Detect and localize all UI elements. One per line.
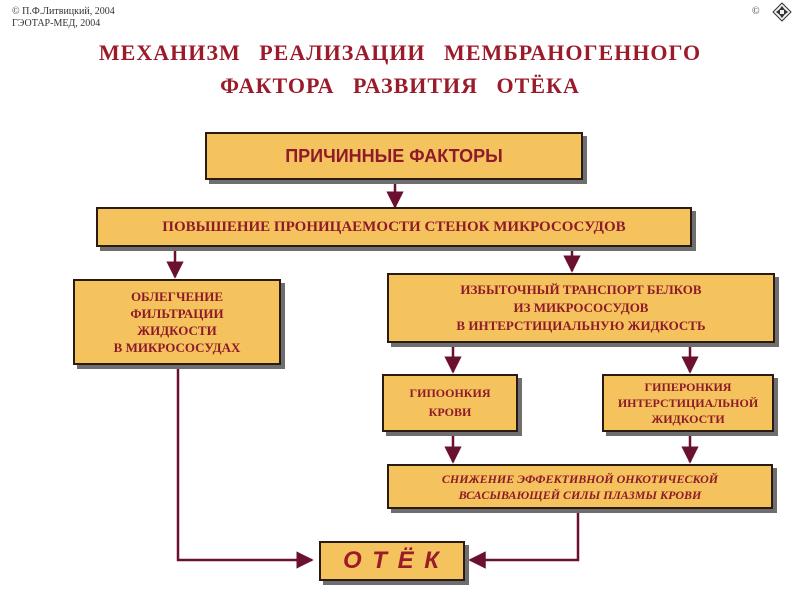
copyright-mark: © (752, 6, 760, 17)
navigation-diamond-icon[interactable] (772, 2, 792, 22)
copyright-line-1: © П.Ф.Литвицкий, 2004 (12, 6, 115, 17)
node-permeability: ПОВЫШЕНИЕ ПРОНИЦАЕМОСТИ СТЕНОК МИКРОСОСУ… (96, 207, 692, 247)
title-line-1: МЕХАНИЗМ РЕАЛИЗАЦИИ МЕМБРАНОГЕННОГО (98, 40, 702, 65)
node-hypooncia: ГИПООНКИЯ КРОВИ (382, 374, 518, 432)
node-protein-transport: ИЗБЫТОЧНЫЙ ТРАНСПОРТ БЕЛКОВ ИЗ МИКРОСОСУ… (387, 273, 775, 343)
title-line-2: ФАКТОРА РАЗВИТИЯ ОТЁКА (220, 73, 580, 98)
node-reduction: СНИЖЕНИЕ ЭФФЕКТИВНОЙ ОНКОТИЧЕСКОЙ ВСАСЫВ… (387, 464, 773, 509)
copyright-line-2: ГЭОТАР-МЕД, 2004 (12, 18, 101, 29)
node-edema: О Т Ё К (319, 541, 465, 581)
node-filtration: ОБЛЕГЧЕНИЕ ФИЛЬТРАЦИИ ЖИДКОСТИ В МИКРОСО… (73, 279, 281, 365)
link-reduction-edema (468, 510, 580, 569)
node-causes: ПРИЧИННЫЕ ФАКТОРЫ (205, 132, 583, 180)
node-hyperoncia: ГИПЕРОНКИЯ ИНТЕРСТИЦИАЛЬНОЙ ЖИДКОСТИ (602, 374, 774, 432)
link-filtration-edema (176, 366, 314, 569)
